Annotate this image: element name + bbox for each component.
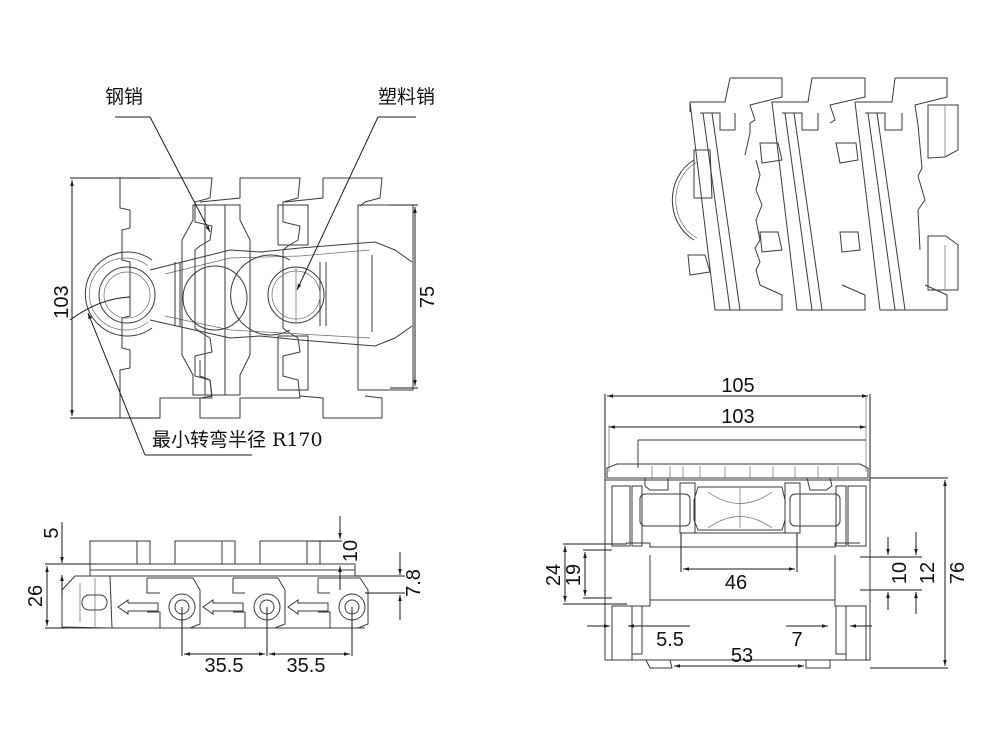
section-view: 105 103 46 76 24 19 — [543, 375, 969, 669]
dim-label-10: 10 — [340, 540, 362, 562]
dim-label-7: 7 — [791, 629, 802, 651]
dim-label-24: 24 — [543, 564, 565, 586]
dim-right-slot: 10 12 — [860, 532, 939, 614]
dim-label-12: 12 — [917, 562, 939, 584]
iso-module-3 — [854, 77, 959, 311]
isometric-view — [671, 77, 959, 311]
dim-label-5-5: 5.5 — [656, 629, 684, 651]
steel-pin-label: 钢销 — [105, 86, 143, 108]
link-arms — [149, 241, 413, 347]
callout-plastic-pin: 塑料销 — [296, 86, 435, 291]
section-chain-plate — [606, 396, 869, 479]
direction-arrows — [117, 599, 329, 615]
dim-top-offset: 5 — [41, 522, 95, 565]
chain-module-3 — [277, 177, 414, 419]
dim-plate-thickness: 10 — [310, 516, 362, 590]
iso-module-2 — [759, 77, 866, 311]
callout-steel-pin: 钢销 — [105, 86, 211, 233]
dim-bottom-gaps: 5.5 7 53 — [587, 624, 872, 668]
dim-left-slot: 24 19 — [543, 543, 627, 605]
dim-pin-offset: 7.8 — [355, 552, 425, 620]
steel-pin-section — [181, 204, 251, 396]
dim-label-5: 5 — [41, 527, 63, 538]
dim-section-widths: 105 103 — [604, 375, 871, 480]
dim-label-75: 75 — [417, 286, 439, 308]
dim-label-10-section: 10 — [889, 562, 911, 584]
dim-rail-height: 76 — [870, 477, 969, 669]
plastic-pin-head — [230, 254, 325, 336]
dim-label-103-section: 103 — [721, 406, 754, 428]
section-hooks — [644, 477, 833, 669]
dim-link-width: 75 — [390, 204, 439, 389]
dim-label-19: 19 — [563, 564, 585, 586]
callout-min-radius: 最小转弯半径 R170 — [69, 296, 323, 456]
link-head-left — [84, 251, 156, 337]
dim-label-pitch-2: 35.5 — [287, 655, 326, 677]
side-view: 5 26 10 7.8 — [25, 516, 425, 677]
iso-module-1 — [671, 77, 783, 311]
dim-label-46: 46 — [725, 572, 747, 594]
dim-label-26: 26 — [25, 585, 47, 607]
dim-overall-width: 103 — [51, 177, 160, 419]
dim-roller-width: 46 — [680, 533, 798, 594]
dim-label-53: 53 — [731, 645, 753, 667]
dim-label-7-8: 7.8 — [403, 569, 425, 597]
dim-label-103: 103 — [51, 285, 73, 318]
chain-module-2 — [199, 177, 301, 419]
dim-label-76: 76 — [947, 562, 969, 584]
section-rail — [604, 479, 871, 661]
plastic-pin-label: 塑料销 — [378, 86, 435, 108]
top-view: 103 75 钢销 塑料销 最小转弯半径 R170 — [51, 86, 439, 456]
dim-label-pitch-1: 35.5 — [205, 655, 244, 677]
dim-pitch: 35.5 35.5 — [181, 607, 353, 677]
chain-module-1 — [119, 177, 213, 419]
section-roller — [639, 482, 841, 534]
dim-total-height: 26 — [25, 566, 65, 629]
dim-label-105: 105 — [721, 375, 754, 397]
min-radius-label: 最小转弯半径 R170 — [152, 429, 323, 451]
